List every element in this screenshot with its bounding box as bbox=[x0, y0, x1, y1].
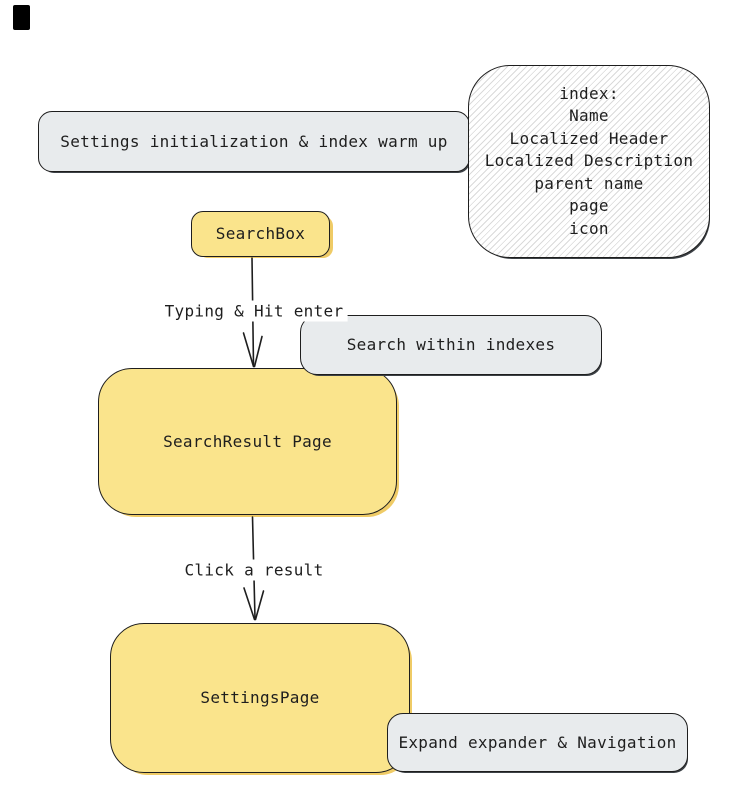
node-settingspage-label: SettingsPage bbox=[200, 688, 320, 707]
node-search-within-indexes-label: Search within indexes bbox=[346, 335, 556, 354]
node-settings-warmup-label: Settings initialization & index warm up bbox=[60, 131, 448, 151]
node-settingspage: SettingsPage bbox=[110, 623, 410, 773]
corner-marker bbox=[13, 5, 30, 30]
node-index-note: index: Name Localized Header Localized D… bbox=[468, 65, 710, 258]
edge-label-click-a-result: Click a result bbox=[180, 559, 328, 581]
index-note-line: index: bbox=[559, 84, 619, 104]
index-note-line: page bbox=[569, 196, 609, 216]
node-search-within-indexes: Search within indexes bbox=[300, 315, 602, 375]
node-expand-navigation-label: Expand expander & Navigation bbox=[398, 732, 677, 752]
node-searchbox: SearchBox bbox=[191, 211, 330, 257]
node-expand-navigation: Expand expander & Navigation bbox=[387, 713, 688, 772]
index-note-line: Name bbox=[569, 106, 609, 126]
index-note-line: Localized Header bbox=[509, 128, 669, 148]
node-searchresult-page: SearchResult Page bbox=[98, 368, 397, 515]
index-note-line: icon bbox=[569, 218, 609, 238]
node-settings-warmup: Settings initialization & index warm up bbox=[38, 111, 470, 172]
node-searchresult-page-label: SearchResult Page bbox=[163, 431, 332, 451]
index-note-line: parent name bbox=[534, 173, 644, 193]
node-searchbox-label: SearchBox bbox=[215, 224, 306, 243]
edge-label-typing-hit-enter: Typing & Hit enter bbox=[160, 300, 348, 322]
index-note-line: Localized Description bbox=[484, 151, 694, 171]
